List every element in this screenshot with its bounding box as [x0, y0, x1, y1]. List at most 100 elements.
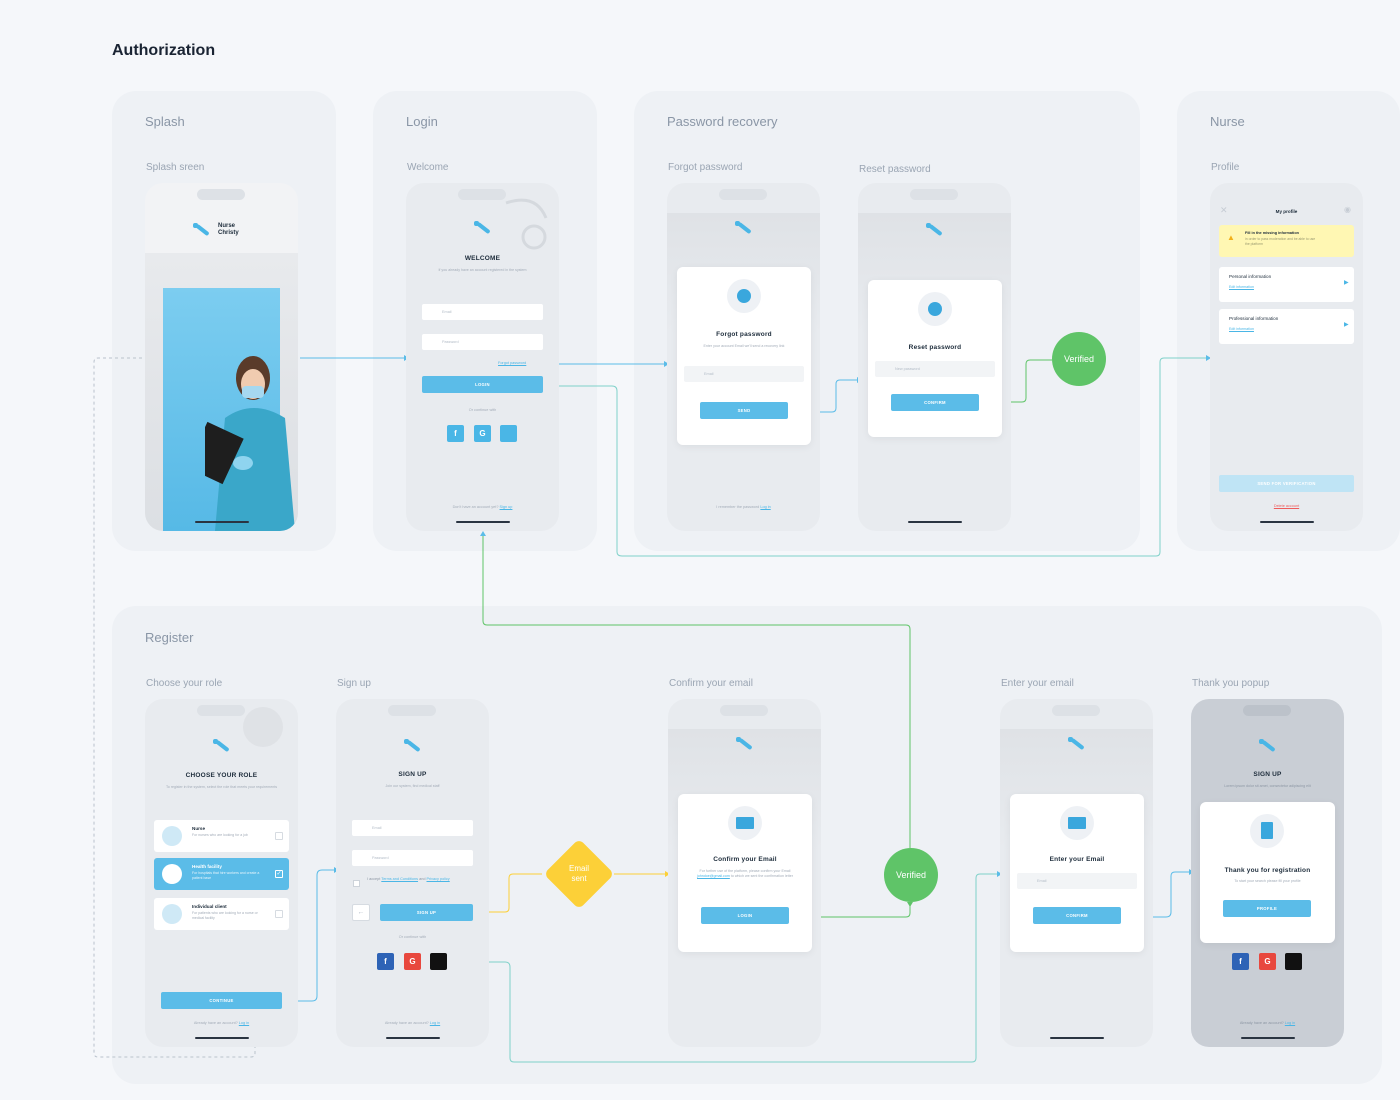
login-link[interactable]: Log in: [429, 1021, 441, 1025]
forgot-email-input[interactable]: Email: [684, 366, 804, 382]
avatar: [162, 904, 182, 924]
profile-header: My profile: [1275, 209, 1298, 214]
chevron-right-icon: ▶: [1344, 322, 1349, 328]
thank-you-popup: Thank you for registration To start your…: [1200, 802, 1335, 943]
apple-icon[interactable]: [430, 953, 447, 970]
confirm-login-button[interactable]: LOGIN: [701, 907, 789, 924]
role-checkbox[interactable]: [275, 832, 283, 840]
enter-email-confirm-button[interactable]: CONFIRM: [1033, 907, 1121, 924]
terms-checkbox[interactable]: [353, 880, 360, 887]
role-checkbox[interactable]: [275, 910, 283, 918]
professional-info-row[interactable]: Professional information Edit informatio…: [1219, 309, 1354, 344]
have-account-text: Already have an account?: [193, 1021, 238, 1025]
new-password-input[interactable]: New password: [875, 361, 995, 377]
role-heading: CHOOSE YOUR ROLE: [185, 772, 258, 779]
enter-email-input[interactable]: Email: [1017, 873, 1137, 889]
phone-notch: [197, 705, 245, 716]
phone-choose-role: CHOOSE YOUR ROLE To register in the syst…: [145, 699, 298, 1047]
edit-professional-link[interactable]: Edit information: [1229, 327, 1254, 331]
apple-icon[interactable]: [1285, 953, 1302, 970]
home-indicator: [456, 521, 510, 523]
forgot-password-link[interactable]: Forgot password: [498, 361, 527, 365]
flow-line: [545, 357, 1206, 557]
login-description: If you already have an account registere…: [438, 268, 527, 272]
terms-link[interactable]: Terms and Conditions: [381, 877, 419, 881]
role-title: Individual client: [192, 904, 227, 909]
subtitle-role: Choose your role: [146, 678, 223, 689]
chevron-right-icon: ▶: [1344, 280, 1349, 286]
role-checkbox-checked[interactable]: ✓: [275, 870, 283, 878]
signup-button[interactable]: SIGN UP: [380, 904, 473, 921]
phone-splash: Nurse Christy: [145, 183, 298, 531]
facebook-icon[interactable]: f: [447, 425, 464, 442]
login-button[interactable]: LOGIN: [422, 376, 543, 393]
facebook-icon[interactable]: f: [1232, 953, 1249, 970]
phone-thank-you: SIGN UP Lorem ipsum dolor sit amet, cons…: [1191, 699, 1344, 1047]
warning-icon: ▲: [1227, 233, 1235, 242]
back-arrow-button[interactable]: ←: [352, 904, 370, 921]
google-icon[interactable]: G: [404, 953, 421, 970]
role-title: Health facility: [192, 864, 222, 869]
edit-personal-link[interactable]: Edit information: [1229, 285, 1254, 289]
forgot-heading: Forgot password: [716, 331, 772, 338]
phone-notch: [458, 189, 506, 200]
brand-logo-icon: [1259, 739, 1277, 753]
google-icon[interactable]: G: [1259, 953, 1276, 970]
terms-text: I accept Terms and Conditions and Privac…: [367, 877, 467, 882]
role-option-nurse[interactable]: Nurse For nurses who are looking for a j…: [154, 820, 289, 852]
brand-logo-icon: [404, 739, 422, 753]
profile-button[interactable]: PROFILE: [1223, 900, 1311, 917]
eye-icon[interactable]: ◉: [1344, 205, 1351, 214]
personal-info-row[interactable]: Personal information Edit information ▶: [1219, 267, 1354, 302]
phone-forgot-password: Forgot password Enter your account Email…: [667, 183, 820, 531]
signup-link[interactable]: Sign up: [499, 505, 513, 509]
phone-notch: [388, 705, 436, 716]
warning-description: in order to pass moderation and be able …: [1245, 237, 1316, 246]
close-icon[interactable]: ✕: [1220, 205, 1228, 215]
home-indicator: [1241, 1037, 1295, 1039]
avatar: [162, 864, 182, 884]
flow-line: [482, 536, 911, 848]
phone-sign-up: SIGN UP Join our system, find medical st…: [336, 699, 489, 1047]
flow-line: [1122, 871, 1189, 918]
flow-line: [980, 359, 1052, 403]
subtitle-signup: Sign up: [337, 678, 371, 689]
subtitle-thanks: Thank you popup: [1192, 678, 1270, 689]
thanks-signup-description: Lorem ipsum dolor sit amet, consectetur …: [1224, 784, 1311, 788]
role-option-individual-client[interactable]: Individual client For patients who are l…: [154, 898, 289, 930]
signup-email-input[interactable]: Email: [352, 820, 473, 836]
login-password-input[interactable]: Password: [422, 334, 543, 350]
send-verification-button[interactable]: SEND FOR VERIFICATION: [1219, 475, 1354, 492]
reset-confirm-button[interactable]: CONFIRM: [891, 394, 979, 411]
login-link[interactable]: Log in: [238, 1021, 250, 1025]
send-button[interactable]: SEND: [700, 402, 788, 419]
login-email-input[interactable]: Email: [422, 304, 543, 320]
phone-notch: [719, 189, 767, 200]
subtitle-enter-email: Enter your email: [1001, 678, 1074, 689]
and-text: and: [419, 877, 426, 881]
email-sent-label: Email sent: [568, 864, 589, 883]
signup-footer: Already have an account? Log in: [336, 1021, 489, 1025]
facebook-icon[interactable]: f: [377, 953, 394, 970]
apple-icon[interactable]: [500, 425, 517, 442]
lock-icon: [727, 279, 761, 313]
delete-account-link[interactable]: Delete account: [1273, 504, 1300, 508]
have-account-text: Already have an account?: [384, 1021, 429, 1025]
login-link[interactable]: Log in: [1284, 1021, 1296, 1025]
reset-heading: Reset password: [908, 344, 962, 351]
page-title: Authorization: [112, 42, 216, 59]
subtitle-nurse: Profile: [1211, 162, 1240, 173]
confirm-desc-1: For further use of the platform, please …: [699, 869, 791, 873]
signup-password-input[interactable]: Password: [352, 850, 473, 866]
phone-notch: [1243, 705, 1291, 716]
role-desc: For nurses who are looking for a job: [192, 833, 248, 837]
role-option-health-facility[interactable]: Health facility For hospitals that hire …: [154, 858, 289, 890]
continue-button[interactable]: CONTINUE: [161, 992, 282, 1009]
nurse-photo: [186, 348, 298, 531]
phone-nurse-profile: ✕ My profile ◉ ▲ Fill in the missing inf…: [1210, 183, 1363, 531]
google-icon[interactable]: G: [474, 425, 491, 442]
privacy-link[interactable]: Privacy policy: [426, 877, 450, 881]
flow-line: [790, 902, 911, 918]
login-link[interactable]: Log in: [760, 505, 771, 509]
